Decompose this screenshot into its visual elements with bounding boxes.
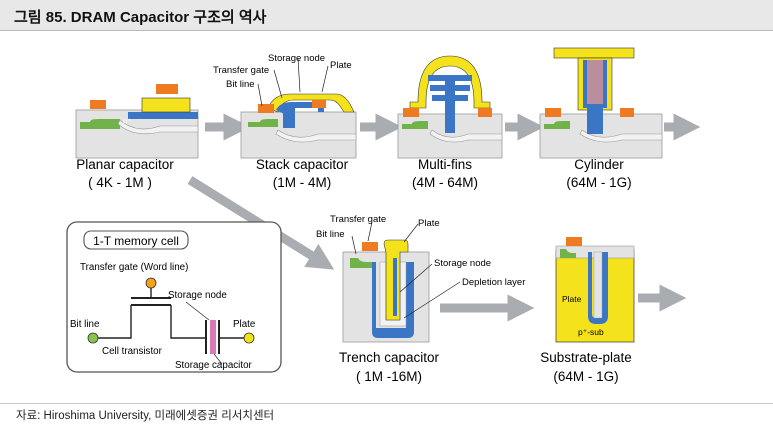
n-plus-label: n⁺ <box>123 117 132 126</box>
trench-plate-label: Plate <box>418 218 440 229</box>
source-note: 자료: Hiroshima University, 미래에셋증권 리서치센터 <box>16 410 275 422</box>
trench-bit-line-label: Bit line <box>316 229 345 240</box>
memory-cell-box: 1-T memory cell Transfer gate (Word line… <box>66 221 282 373</box>
trench-transfer-gate-label: Transfer gate <box>330 214 386 225</box>
stage-name-planar: Planar capacitor <box>76 157 174 172</box>
stack-plate-label: Plate <box>330 60 352 71</box>
stage-range-multifins: (4M - 64M) <box>412 175 478 190</box>
dram-capacitor-history-diagram: n⁺ Storage node Plate Transfer gate Bit … <box>66 47 701 384</box>
substrate-plate-illustration: Plate p⁺-sub <box>555 237 635 343</box>
multi-fins-illustration <box>397 55 503 159</box>
stage-range-substrate-plate: (64M - 1G) <box>553 369 618 384</box>
stage-range-cylinder: (64M - 1G) <box>566 175 631 190</box>
stack-storage-node-label: Storage node <box>268 53 325 64</box>
substrate-p-sub-label: p⁺-sub <box>578 327 604 337</box>
figure-header-bar: 그림 85. DRAM Capacitor 구조의 역사 <box>0 0 773 31</box>
arrow-planar-to-trench <box>187 176 335 270</box>
planar-capacitor-illustration: n⁺ <box>75 84 199 159</box>
cylinder-illustration <box>539 47 663 159</box>
stage-name-trench: Trench capacitor <box>339 350 440 365</box>
trench-capacitor-illustration: Transfer gate Plate Bit line Storage nod… <box>316 214 525 343</box>
footer-divider <box>0 403 773 404</box>
stage-captions: Planar capacitor ( 4K - 1M ) Stack capac… <box>76 157 632 384</box>
memory-cell-storage-node-label: Storage node <box>168 290 227 301</box>
stack-bit-line-label: Bit line <box>226 79 255 90</box>
stage-name-substrate-plate: Substrate-plate <box>540 350 632 365</box>
stage-range-trench: ( 1M -16M) <box>356 369 422 384</box>
memory-cell-storage-capacitor-label: Storage capacitor <box>175 360 253 371</box>
memory-cell-title: 1-T memory cell <box>93 234 179 248</box>
trench-depletion-layer-label: Depletion layer <box>462 277 525 288</box>
stage-name-cylinder: Cylinder <box>574 157 624 172</box>
trench-storage-node-label: Storage node <box>434 258 491 269</box>
stage-range-planar: ( 4K - 1M ) <box>88 175 152 190</box>
stack-transfer-gate-label: Transfer gate <box>213 65 269 76</box>
stage-name-stack: Stack capacitor <box>256 157 349 172</box>
figure-title: 그림 85. DRAM Capacitor 구조의 역사 <box>14 9 267 26</box>
flow-arrows <box>187 113 701 322</box>
memory-cell-plate-label: Plate <box>233 319 256 330</box>
substrate-plate-label: Plate <box>562 294 582 304</box>
stack-capacitor-illustration: Storage node Plate Transfer gate Bit lin… <box>213 53 357 159</box>
memory-cell-transfer-gate-label: Transfer gate (Word line) <box>80 262 188 273</box>
memory-cell-transistor-label: Cell transistor <box>102 346 163 357</box>
stage-name-multifins: Multi-fins <box>418 157 472 172</box>
memory-cell-bit-line-label: Bit line <box>70 319 100 330</box>
stage-range-stack: (1M - 4M) <box>273 175 332 190</box>
